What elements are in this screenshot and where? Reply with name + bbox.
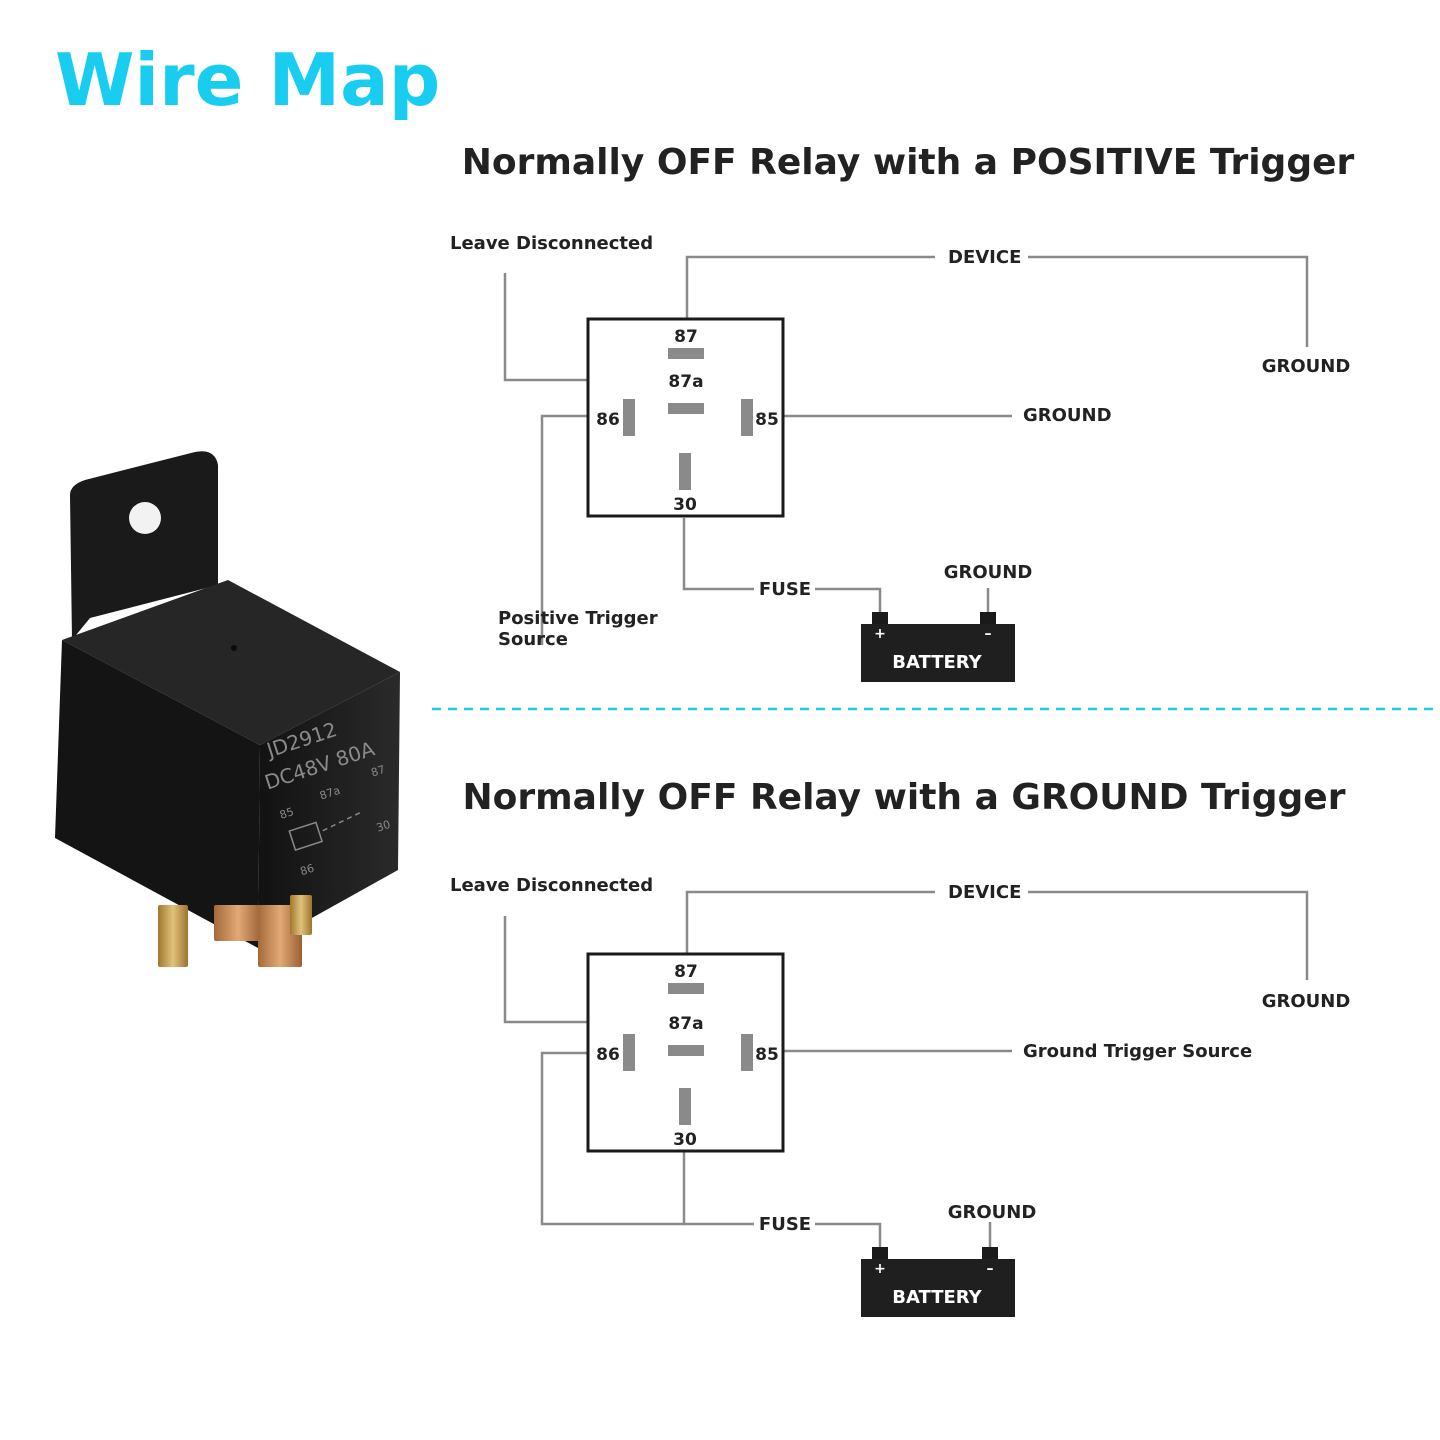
svg-text:87a: 87a — [318, 784, 342, 803]
relay-top-face — [62, 580, 400, 745]
device-label: DEVICE — [948, 247, 1021, 268]
battery-negative-terminal — [982, 1247, 998, 1261]
diagram-title: Normally OFF Relay with a POSITIVE Trigg… — [462, 142, 1355, 183]
pin-85-label: 85 — [755, 1045, 779, 1065]
relay-right-face — [258, 672, 400, 948]
leave-disconnected-label: Leave Disconnected — [450, 233, 653, 254]
svg-text:30: 30 — [375, 818, 392, 835]
pin-87-contact — [668, 348, 704, 359]
pin-85-label: 85 — [755, 410, 779, 430]
trigger-source-label-line2: Source — [498, 629, 568, 650]
wire-device-ground — [1028, 890, 1309, 980]
leave-disconnected-label: Leave Disconnected — [450, 875, 653, 896]
device-ground-label: GROUND — [1262, 356, 1351, 377]
fuse-label: FUSE — [759, 579, 811, 600]
pin-30-label: 30 — [673, 1130, 697, 1150]
battery-plus-sign: + — [874, 1261, 886, 1277]
pin-86-contact — [623, 399, 635, 436]
svg-text:87: 87 — [369, 763, 386, 780]
relay-mount-hole — [129, 502, 161, 534]
wire-30-fuse — [682, 518, 754, 591]
battery-minus-sign: – — [985, 626, 992, 642]
svg-text:86: 86 — [299, 862, 316, 879]
diagram-ground-trigger: Normally OFF Relay with a GROUND Trigger… — [450, 777, 1350, 1317]
pin-87a-label: 87a — [668, 1014, 703, 1034]
trigger-source-label-line1: Positive Trigger — [498, 608, 658, 629]
battery-ground-label: GROUND — [944, 562, 1033, 583]
pin-87-label: 87 — [674, 962, 698, 982]
wire-30-fuse — [682, 1152, 754, 1226]
pin-85-contact — [741, 1034, 753, 1071]
pin-87a-contact — [668, 1045, 704, 1056]
device-label: DEVICE — [948, 882, 1021, 903]
battery-minus-sign: – — [987, 1261, 994, 1277]
svg-text:85: 85 — [278, 805, 295, 822]
wire-fuse-battery — [815, 587, 882, 614]
pin-30-label: 30 — [673, 495, 697, 515]
pin-86-label: 86 — [596, 410, 620, 430]
battery-positive-terminal — [872, 1247, 888, 1261]
wire-86-to-30 — [540, 1051, 684, 1226]
fuse-label: FUSE — [759, 1214, 811, 1235]
diagram-title: Normally OFF Relay with a GROUND Trigger — [463, 777, 1346, 818]
pin-85-contact — [741, 399, 753, 436]
pin85-target-label: Ground Trigger Source — [1023, 1041, 1252, 1062]
wire-87-device — [685, 890, 935, 953]
pin-86-contact — [623, 1034, 635, 1071]
wire-fuse-battery — [815, 1222, 882, 1249]
battery-negative-terminal — [980, 612, 996, 626]
relay-left-face — [55, 640, 260, 948]
diagram-positive-trigger: Normally OFF Relay with a POSITIVE Trigg… — [450, 142, 1355, 682]
wire-device-ground — [1028, 255, 1309, 347]
pin-86-label: 86 — [596, 1045, 620, 1065]
pin-87a-label: 87a — [668, 372, 703, 392]
device-ground-label: GROUND — [1262, 991, 1351, 1012]
relay-terminal — [290, 895, 312, 935]
pin-87-contact — [668, 983, 704, 994]
pin-30-contact — [679, 453, 691, 490]
pin-87a-contact — [668, 403, 704, 414]
battery-symbol — [861, 1259, 1015, 1317]
battery-positive-terminal — [872, 612, 888, 626]
relay-photo: JD2912 DC48V 80A 85 87a 87 30 86 — [55, 451, 400, 967]
battery-label: BATTERY — [892, 652, 982, 673]
battery-label: BATTERY — [892, 1287, 982, 1308]
relay-terminal — [214, 905, 262, 941]
battery-plus-sign: + — [874, 626, 886, 642]
pin-30-contact — [679, 1088, 691, 1125]
relay-terminal — [158, 905, 188, 967]
battery-symbol — [861, 624, 1015, 682]
pin85-target-label: GROUND — [1023, 405, 1112, 426]
pin-87-label: 87 — [674, 327, 698, 347]
wire-87-device — [685, 255, 935, 318]
page-title: Wire Map — [55, 38, 440, 122]
battery-ground-label: GROUND — [948, 1202, 1037, 1223]
relay-bracket — [70, 451, 218, 640]
